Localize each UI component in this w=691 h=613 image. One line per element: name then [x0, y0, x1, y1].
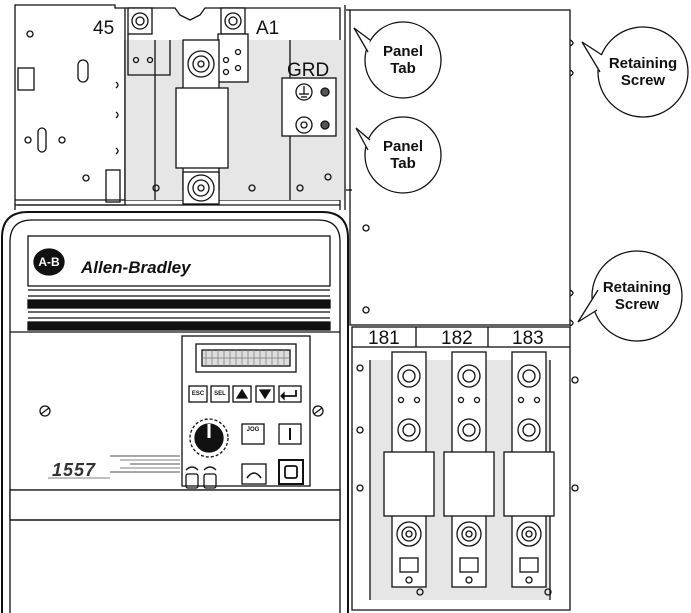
model-mark: 1557 — [52, 460, 97, 480]
front-cover — [1, 21, 689, 613]
output-bus-182 — [443, 351, 495, 588]
callout-panel-tab-top — [353, 21, 442, 99]
reverse-key — [203, 473, 217, 489]
terminal-181-label: 181 — [368, 328, 400, 349]
up-key — [232, 385, 252, 403]
sel-key-label: SEL — [214, 391, 226, 397]
jog-key-label: JOG — [246, 427, 260, 433]
enter-icon — [284, 390, 297, 397]
terminal-182-label: 182 — [441, 328, 473, 349]
sel-key — [210, 385, 230, 403]
terminal-strip — [351, 326, 571, 348]
output-chassis — [351, 347, 579, 611]
stop-key — [278, 459, 304, 485]
down-arrow-icon — [258, 389, 272, 400]
terminal-183-label: 183 — [512, 328, 544, 349]
brand-name: Allen-Bradley — [81, 258, 191, 277]
forward-key — [185, 473, 199, 489]
callout-retaining-screw-top — [581, 26, 689, 118]
esc-key — [188, 385, 208, 403]
esc-key-label: ESC — [191, 391, 205, 397]
up-arrow-icon — [235, 388, 249, 399]
enter-key — [278, 385, 302, 403]
terminal-grd-label: GRD — [287, 60, 330, 81]
down-key — [255, 385, 275, 403]
terminal-45-label: 45 — [93, 18, 115, 39]
jog-key — [241, 423, 265, 445]
terminal-a1-label: A1 — [256, 18, 280, 39]
callout-panel-tab-mid — [355, 116, 442, 194]
output-bus-183 — [503, 351, 555, 588]
callout-retaining-screw-bottom — [577, 250, 683, 342]
output-bus-181 — [383, 351, 435, 588]
upper-left-chassis — [14, 4, 346, 210]
start-key — [278, 423, 302, 445]
reverse-direction-key — [241, 463, 267, 485]
allen-bradley-logo: A-B — [38, 255, 60, 269]
